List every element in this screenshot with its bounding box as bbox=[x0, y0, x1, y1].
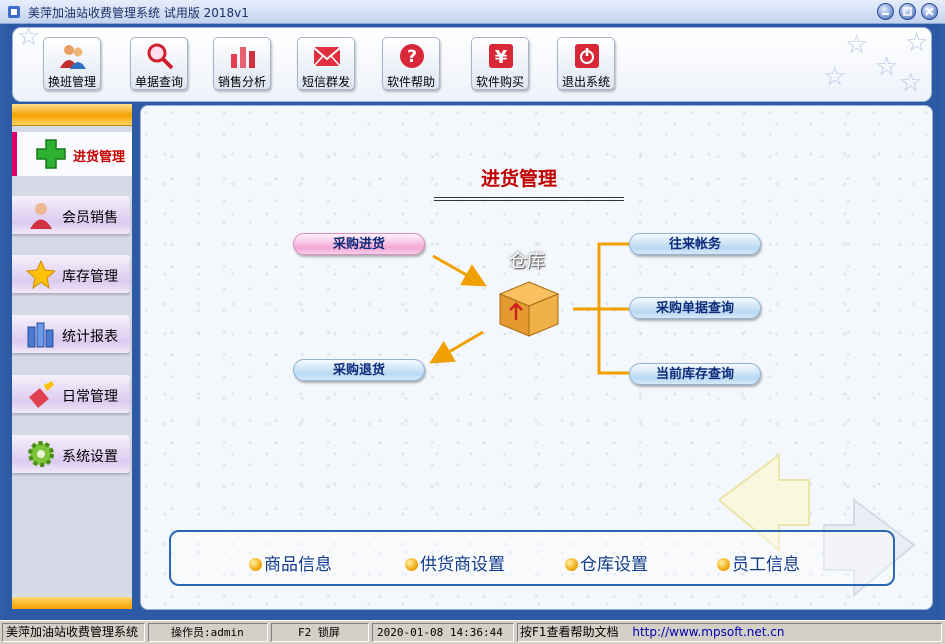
decor-star-icon: ☆ bbox=[905, 28, 929, 58]
website-link[interactable]: http://www.mpsoft.net.cn bbox=[632, 625, 785, 639]
warehouse-settings-link[interactable]: 仓库设置 bbox=[565, 550, 648, 575]
status-help: 按F1查看帮助文档 http://www.mpsoft.net.cn bbox=[517, 623, 942, 642]
decor-star-icon: ☆ bbox=[899, 68, 923, 98]
sidebar-item-settings[interactable]: 系统设置 bbox=[12, 435, 130, 473]
sidebar: 进货管理 会员销售 库存管理 统计报表 日常管理 系统设置 bbox=[12, 104, 132, 609]
help-hint: 按F1查看帮助文档 bbox=[520, 625, 619, 639]
title-underline bbox=[434, 200, 624, 201]
product-info-link[interactable]: 商品信息 bbox=[249, 550, 332, 575]
maximize-icon bbox=[903, 7, 912, 16]
power-icon bbox=[575, 44, 599, 68]
purchase-return-button[interactable]: 采购退货 bbox=[293, 359, 425, 381]
svg-text:?: ? bbox=[407, 47, 417, 67]
exit-system-button[interactable]: 退出系统 bbox=[557, 37, 615, 90]
minimize-button[interactable] bbox=[877, 3, 894, 20]
bar-chart-icon bbox=[231, 47, 255, 68]
status-operator: 操作员:admin bbox=[148, 623, 268, 642]
minimize-icon bbox=[882, 13, 889, 15]
toolbar-label: 软件帮助 bbox=[386, 75, 435, 89]
decor-star-icon: ☆ bbox=[875, 52, 899, 82]
software-help-button[interactable]: ? 软件帮助 bbox=[382, 37, 440, 90]
toolbar-label: 软件购买 bbox=[475, 75, 524, 89]
decor-star-icon: ☆ bbox=[17, 27, 41, 52]
maximize-button[interactable] bbox=[899, 3, 916, 20]
bullet-icon bbox=[717, 558, 730, 571]
question-icon: ? bbox=[400, 44, 424, 68]
status-lock[interactable]: F2 锁屏 bbox=[271, 623, 369, 642]
link-label: 商品信息 bbox=[264, 555, 332, 575]
svg-text:¥: ¥ bbox=[495, 47, 508, 68]
link-label: 仓库设置 bbox=[580, 555, 648, 575]
bottom-links-box: 商品信息 供货商设置 仓库设置 员工信息 bbox=[169, 530, 895, 586]
current-stock-query-button[interactable]: 当前库存查询 bbox=[629, 363, 761, 385]
title-underline bbox=[434, 197, 624, 198]
sidebar-item-member-sales[interactable]: 会员销售 bbox=[12, 196, 130, 234]
sidebar-item-reports[interactable]: 统计报表 bbox=[12, 315, 130, 353]
sidebar-item-label: 会员销售 bbox=[62, 210, 118, 226]
sidebar-item-label: 系统设置 bbox=[62, 449, 118, 465]
decor-star-icon: ☆ bbox=[845, 30, 869, 60]
person-icon bbox=[30, 203, 52, 229]
toolbar-label: 短信群发 bbox=[301, 75, 350, 89]
shift-management-button[interactable]: 换班管理 bbox=[43, 37, 101, 90]
sidebar-header bbox=[12, 104, 132, 126]
purchase-stock-button[interactable]: 采购进货 bbox=[293, 233, 425, 255]
toolbar-label: 退出系统 bbox=[561, 75, 610, 89]
gear-icon bbox=[28, 441, 54, 467]
brush-icon bbox=[29, 381, 54, 408]
bullet-icon bbox=[565, 558, 578, 571]
sidebar-item-purchase-management[interactable]: 进货管理 bbox=[12, 132, 132, 176]
status-datetime: 2020-01-08 14:36:44 bbox=[372, 623, 514, 642]
people-icon bbox=[60, 45, 86, 69]
magnifier-icon bbox=[147, 43, 174, 70]
link-label: 供货商设置 bbox=[420, 555, 505, 575]
toolbar: ☆ ☆ ☆ ☆ ☆ ☆ 换班管理 单据查询 销售分析 短信群发 ? 软件帮助 bbox=[12, 27, 932, 102]
decor-star-icon: ☆ bbox=[823, 62, 847, 92]
sidebar-footer bbox=[12, 597, 132, 609]
warehouse-label: 仓库 bbox=[509, 251, 545, 272]
envelope-icon bbox=[313, 47, 341, 67]
app-icon bbox=[8, 6, 20, 18]
decor-arrows-icon bbox=[719, 453, 916, 598]
supplier-settings-link[interactable]: 供货商设置 bbox=[405, 550, 505, 575]
sidebar-item-label: 日常管理 bbox=[62, 389, 118, 405]
sidebar-item-daily[interactable]: 日常管理 bbox=[12, 375, 130, 413]
sidebar-item-inventory[interactable]: 库存管理 bbox=[12, 255, 130, 293]
sidebar-item-label: 统计报表 bbox=[62, 329, 118, 345]
status-bar: 美萍加油站收费管理系统 操作员:admin F2 锁屏 2020-01-08 1… bbox=[0, 620, 945, 644]
staff-info-link[interactable]: 员工信息 bbox=[717, 550, 800, 575]
bars-icon bbox=[27, 322, 54, 348]
plus-icon bbox=[36, 139, 66, 169]
bullet-icon bbox=[405, 558, 418, 571]
flow-connectors bbox=[429, 242, 629, 375]
toolbar-label: 销售分析 bbox=[217, 75, 266, 89]
close-icon bbox=[925, 7, 934, 16]
close-button[interactable] bbox=[921, 3, 938, 20]
sms-broadcast-button[interactable]: 短信群发 bbox=[297, 37, 355, 90]
sales-analysis-button[interactable]: 销售分析 bbox=[213, 37, 271, 90]
status-app-name: 美萍加油站收费管理系统 bbox=[2, 623, 145, 642]
purchase-document-query-button[interactable]: 采购单据查询 bbox=[629, 297, 761, 319]
title-bar: 美萍加油站收费管理系统 试用版 2018v1 bbox=[0, 0, 945, 24]
page-title: 进货管理 bbox=[481, 168, 558, 190]
warehouse-box-icon bbox=[498, 281, 560, 337]
document-query-button[interactable]: 单据查询 bbox=[130, 37, 188, 90]
link-label: 员工信息 bbox=[732, 555, 800, 575]
toolbar-label: 换班管理 bbox=[47, 75, 96, 89]
accounts-button[interactable]: 往来帐务 bbox=[629, 233, 761, 255]
sidebar-item-label: 进货管理 bbox=[73, 150, 126, 165]
main-panel: 进货管理 仓库 采购进货 采购退货 往来帐务 采购单据查询 当前库存查询 商品信… bbox=[140, 105, 933, 610]
window-title: 美萍加油站收费管理系统 试用版 2018v1 bbox=[28, 6, 249, 20]
sidebar-item-label: 库存管理 bbox=[62, 269, 118, 285]
star-icon bbox=[26, 259, 56, 289]
bullet-icon bbox=[249, 558, 262, 571]
yen-icon: ¥ bbox=[489, 44, 513, 68]
toolbar-label: 单据查询 bbox=[134, 75, 183, 89]
software-purchase-button[interactable]: ¥ 软件购买 bbox=[471, 37, 529, 90]
